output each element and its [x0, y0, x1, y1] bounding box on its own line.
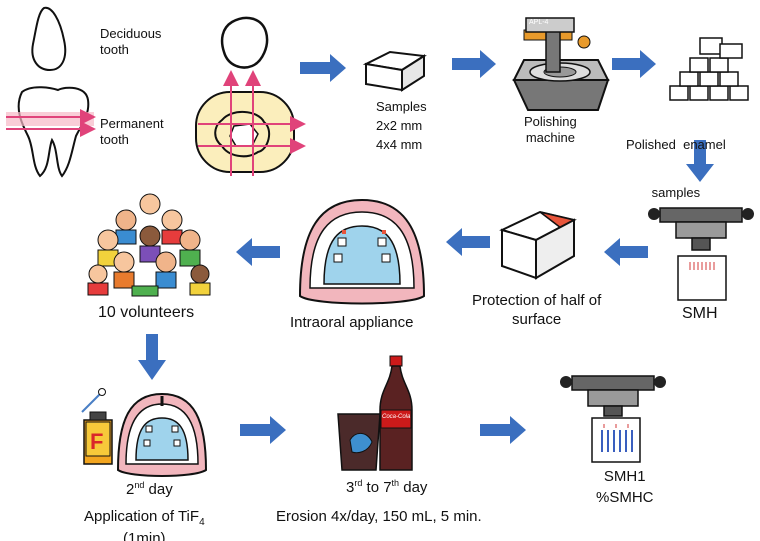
day2-word: day	[144, 481, 173, 498]
samples-title: Samples	[376, 99, 427, 114]
enamel-block-icon	[362, 50, 427, 92]
deciduous-label-line1: Deciduous	[100, 26, 162, 41]
intraoral-appliance-icon	[298, 198, 426, 305]
days-mid: to 7	[362, 479, 392, 496]
smh1-label: SMH1	[603, 468, 646, 485]
arrow-left-icon	[604, 238, 648, 266]
volunteers-label: 10 volunteers	[98, 304, 195, 321]
polishing-machine-icon	[512, 17, 610, 111]
polished-samples-label: Polished enamel samples	[626, 104, 726, 218]
arrow-down-icon	[138, 334, 166, 380]
permanent-label-line1: Permanent	[100, 116, 164, 131]
day2-number: 2	[126, 481, 135, 498]
polished-label-line1: Polished enamel	[626, 136, 726, 152]
days-word: day	[399, 479, 428, 496]
arrow-left-icon	[236, 238, 280, 266]
application-label-line2: (1min)	[123, 529, 166, 541]
arrow-right-icon	[612, 50, 656, 78]
permanent-tooth-icon	[6, 86, 96, 178]
intraoral-appliance-label: Intraoral appliance	[290, 314, 414, 331]
arrow-right-icon	[300, 54, 346, 82]
polished-samples-stack-icon	[669, 37, 749, 101]
protection-label-line2: surface	[512, 310, 562, 328]
arrow-right-icon	[452, 50, 496, 78]
cola-bottle-icon	[379, 355, 413, 471]
days-start: 3	[346, 479, 355, 496]
arrow-right-icon	[480, 416, 526, 444]
application-label-line1: Application of TiF4	[84, 508, 205, 530]
tif4-subscript: 4	[199, 517, 205, 528]
polishing-label-line1: Polishing	[524, 114, 577, 129]
samples-size-2: 4x4 mm	[376, 136, 423, 152]
protection-label-line1: Protection of half of	[472, 292, 602, 309]
hardness-tester-icon	[560, 375, 666, 463]
volunteers-group-icon	[87, 193, 211, 297]
hardness-tester-icon	[648, 207, 754, 301]
smh-label: SMH	[682, 305, 718, 322]
tooth-crown-outline-icon	[220, 16, 269, 69]
polished-label-line2: samples	[651, 185, 701, 201]
cotton-swab-icon	[81, 388, 106, 413]
permanent-tooth-label: Permanent tooth	[100, 116, 164, 149]
day2-label: 2nd day	[126, 480, 173, 500]
deciduous-label-line2: tooth	[100, 42, 129, 58]
samples-label: Samples 2x2 mm 4x4 mm	[376, 98, 427, 155]
deciduous-tooth-label: Deciduous tooth	[100, 26, 161, 59]
intraoral-appliance-icon	[116, 392, 208, 477]
permanent-label-line2: tooth	[100, 132, 129, 148]
deciduous-tooth-icon	[31, 6, 67, 72]
day2-suffix: nd	[134, 480, 145, 490]
tif4-bottle-letter: F	[90, 429, 104, 454]
cola-glass-icon	[337, 413, 381, 471]
arrow-right-icon	[240, 416, 286, 444]
half-protected-block-icon	[499, 210, 577, 280]
polishing-label-line2: machine	[525, 130, 575, 146]
smhc-label: %SMHC	[596, 489, 654, 506]
samples-size-1: 2x2 mm	[376, 117, 423, 133]
tooth-cross-section-icon	[195, 70, 306, 176]
machine-model-tag: APL-4	[529, 19, 549, 26]
days-end-suffix: th	[391, 478, 400, 488]
application-text: Application of TiF	[84, 508, 200, 525]
tif4-bottle-icon	[83, 411, 113, 465]
arrow-down-icon	[686, 140, 714, 182]
application-label: Application of TiF4 (1min)	[84, 508, 205, 541]
results-label: SMH1 %SMHC	[596, 466, 654, 508]
erosion-label: Erosion 4x/day, 150 mL, 5 min.	[276, 508, 482, 525]
polishing-machine-label: Polishing machine	[524, 114, 577, 147]
days-start-suffix: rd	[354, 478, 363, 488]
days-range-label: 3rd to 7th day	[346, 478, 427, 498]
protection-label: Protection of half of surface	[472, 292, 601, 330]
arrow-left-icon	[446, 228, 490, 256]
cola-brand-label: Coca-Cola	[382, 414, 411, 420]
